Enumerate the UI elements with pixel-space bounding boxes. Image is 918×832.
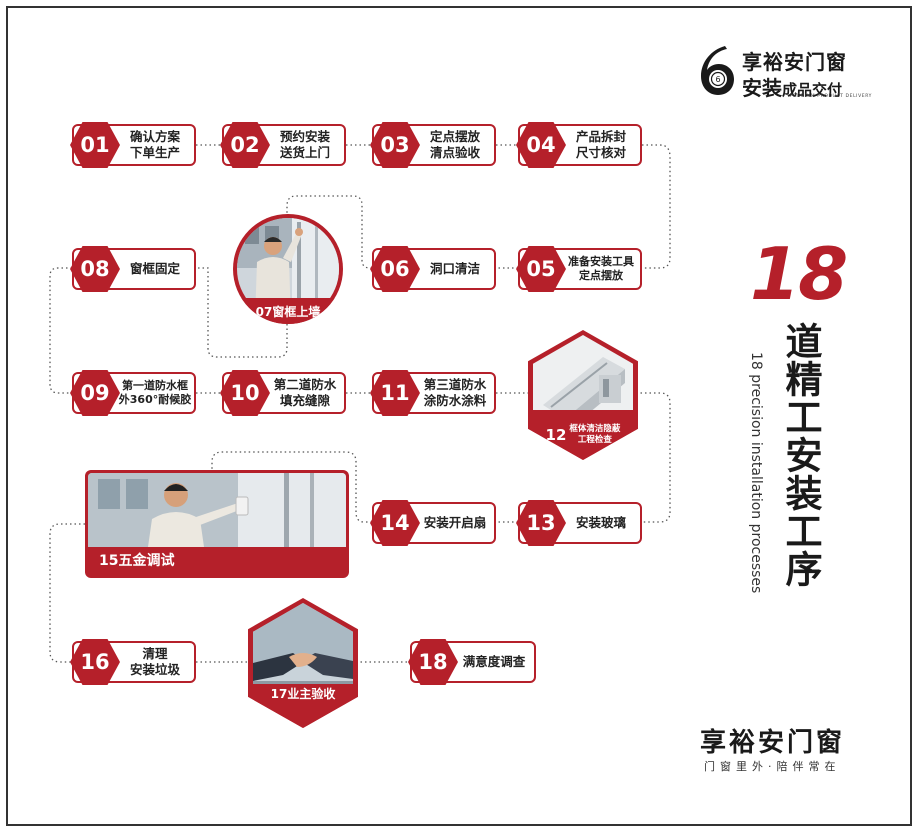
step-12-number: 12 [545, 425, 567, 444]
step-label: 填充缝隙 [279, 393, 330, 408]
step-label: 清理 [142, 646, 168, 661]
step-18: 18 满意度调查 [408, 639, 536, 685]
title-number: 18 [750, 232, 848, 316]
step-08: 08 窗框固定 [70, 246, 196, 292]
step-label: 安装垃圾 [129, 662, 180, 677]
step-05: 05 准备安装工具定点摆放 [516, 246, 642, 292]
step-number: 08 [70, 246, 120, 292]
step-12-label-line2: 工程检查 [577, 435, 612, 445]
step-label: 下单生产 [129, 145, 180, 160]
step-12-photo: 12 框体清洁隐蔽 工程检查 [528, 330, 638, 460]
step-number: 01 [70, 122, 120, 168]
step-14: 14 安装开启扇 [370, 500, 496, 546]
hardware-adjust-photo [88, 473, 346, 547]
step-label: 尺寸核对 [575, 145, 626, 160]
step-10: 10 第二道防水填充缝隙 [220, 370, 346, 416]
step-label: 确认方案 [129, 129, 180, 144]
step-number: 16 [70, 639, 120, 685]
step-15-photo: 15五金调试 [85, 470, 349, 578]
step-label: 第三道防水 [423, 377, 487, 392]
step-label: 第二道防水 [273, 377, 337, 392]
step-16: 16 清理安装垃圾 [70, 639, 196, 685]
step-label: 清点验收 [429, 145, 480, 160]
step-number: 11 [370, 370, 420, 416]
brand-logo-icon: 6 [701, 46, 734, 95]
step-label: 安装玻璃 [575, 515, 626, 530]
footer-brand: 享裕安门窗 [700, 728, 846, 758]
step-number: 03 [370, 122, 420, 168]
step-label: 洞口清洁 [429, 261, 480, 276]
step-09: 09 第一道防水框外360°耐候胶 [70, 370, 196, 416]
logo-badge-text: 6 [715, 75, 720, 84]
step-number: 14 [370, 500, 420, 546]
step-number: 18 [408, 639, 458, 685]
step-label: 外360°耐候胶 [118, 393, 192, 406]
step-03: 03 定点摆放清点验收 [370, 122, 496, 168]
step-number: 02 [220, 122, 270, 168]
step-11: 11 第三道防水涂防水涂料 [370, 370, 496, 416]
logo-line2-big: 安装 [742, 76, 782, 100]
step-label: 准备安装工具 [568, 255, 634, 268]
logo-line3: PREMIUM PRODUCT DELIVERY [790, 94, 873, 99]
step-number: 10 [220, 370, 270, 416]
logo-line2-small: 成品交付 [782, 81, 843, 99]
step-label: 产品拆封 [575, 129, 626, 144]
step-13: 13 安装玻璃 [516, 500, 642, 546]
step-label: 定点摆放 [429, 129, 480, 144]
step-label: 安装开启扇 [423, 515, 487, 530]
step-number: 09 [70, 370, 120, 416]
step-label: 满意度调查 [462, 654, 526, 669]
logo-line2: 安装成品交付 [742, 72, 842, 101]
step-06: 06 洞口清洁 [370, 246, 496, 292]
step-label: 送货上门 [279, 145, 330, 160]
step-15-label: 15五金调试 [99, 553, 175, 569]
step-04: 04 产品拆封尺寸核对 [516, 122, 642, 168]
worker-adjusting-illustration [88, 473, 346, 547]
step-label: 第一道防水框 [122, 379, 188, 392]
step-01: 01 确认方案下单生产 [70, 122, 196, 168]
step-12-label-line1: 框体清洁隐蔽 [569, 424, 621, 434]
step-02: 02 预约安装送货上门 [220, 122, 346, 168]
logo-line1: 享裕安门窗 [742, 50, 847, 74]
step-number: 05 [516, 246, 566, 292]
step-17-photo: 17业主验收 [248, 598, 358, 728]
step-number: 04 [516, 122, 566, 168]
step-label: 预约安装 [279, 129, 330, 144]
step-number: 06 [370, 246, 420, 292]
title-subtitle: 18 precision installation processes [748, 352, 764, 594]
footer-slogan: 门窗里外·陪伴常在 [704, 760, 841, 773]
step-label: 窗框固定 [129, 261, 180, 276]
step-number: 13 [516, 500, 566, 546]
title-text: 道精工安装工序 [779, 322, 822, 588]
step-07-photo: 07窗框上墙 [233, 214, 343, 324]
step-label: 定点摆放 [579, 269, 623, 282]
step-label: 涂防水涂料 [423, 393, 487, 408]
step-07-label: 07窗框上墙 [233, 298, 343, 324]
